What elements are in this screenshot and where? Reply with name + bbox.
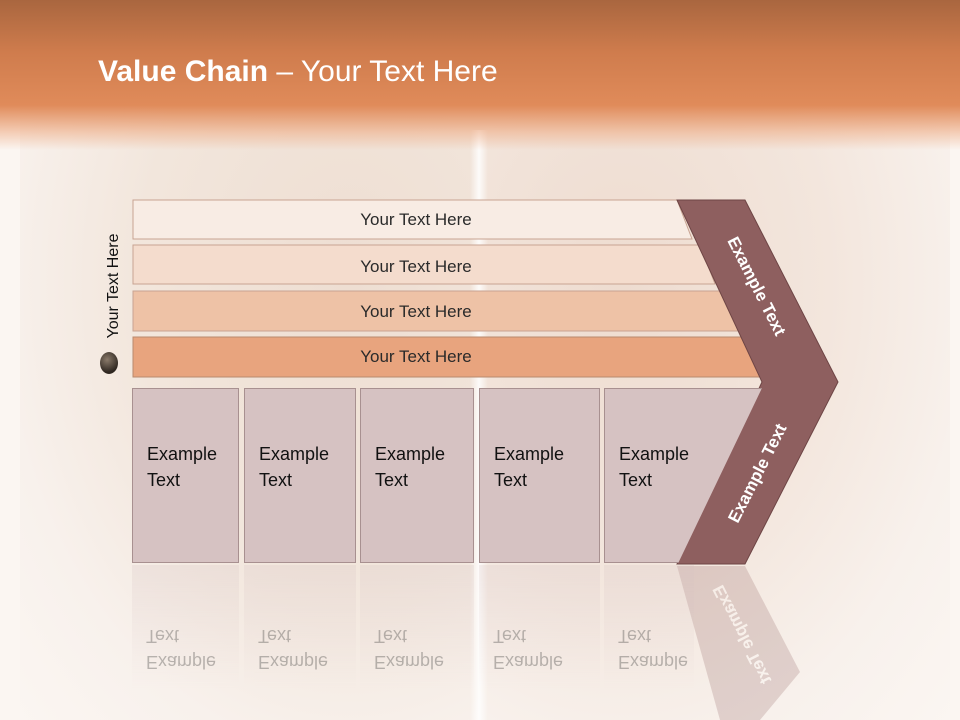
box-reflection-4: Example Text: [479, 565, 600, 690]
slide-title-rest: – Your Text Here: [268, 55, 498, 88]
box-reflection-1: Example Text: [132, 565, 239, 690]
slide-title[interactable]: Value Chain – Your Text Here: [98, 55, 498, 89]
header-band: [0, 0, 960, 150]
bar-2[interactable]: [132, 244, 716, 285]
activity-box-1[interactable]: Example Text: [132, 388, 239, 563]
activity-box-2-label: Example Text: [259, 444, 330, 490]
box-reflection-5-label: Example Text: [618, 626, 689, 672]
bar-2-label: Your Text Here: [360, 257, 472, 276]
box-reflection-3-label: Example Text: [374, 626, 445, 672]
activity-box-2[interactable]: Example Text: [244, 388, 356, 563]
activity-box-3[interactable]: Example Text: [360, 388, 474, 563]
bar-4-label: Your Text Here: [360, 347, 472, 366]
activity-box-4-label: Example Text: [494, 444, 565, 490]
box-reflection-2-label: Example Text: [258, 626, 329, 672]
earring-image: [100, 352, 118, 374]
bar-3-label: Your Text Here: [360, 302, 472, 321]
bar-1-label: Your Text Here: [360, 210, 472, 229]
activity-box-4[interactable]: Example Text: [479, 388, 600, 563]
box-reflection-2: Example Text: [244, 565, 356, 690]
bar-1[interactable]: [132, 199, 693, 240]
activity-box-5-label: Example Text: [619, 444, 690, 490]
box-reflection-5: Example Text: [604, 565, 694, 690]
box-reflection-4-label: Example Text: [493, 626, 564, 672]
activity-box-3-label: Example Text: [375, 444, 446, 490]
chevron-arrow[interactable]: [676, 199, 839, 565]
activity-box-1-label: Example Text: [147, 444, 218, 490]
arrow-reflection: Example Text: [677, 566, 800, 720]
slide-title-bold: Value Chain: [98, 55, 269, 88]
box-reflection-1-label: Example Text: [146, 626, 217, 672]
box-reflection-3: Example Text: [360, 565, 474, 690]
